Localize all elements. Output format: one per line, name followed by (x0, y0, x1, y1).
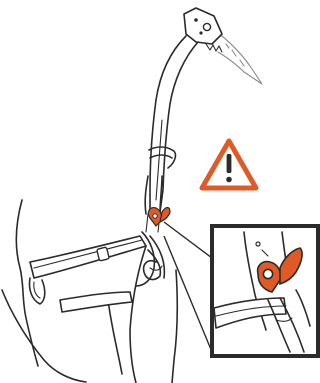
detail-inset-frame (212, 226, 318, 356)
ice-axe-trigger-rest (149, 147, 175, 168)
ice-axe-head-hole (203, 23, 210, 30)
harness-buckle (97, 247, 110, 261)
detail-inset (212, 226, 318, 356)
warning-triangle-icon (202, 141, 256, 188)
climber-body (2, 200, 177, 383)
detail-callout-lines (164, 222, 212, 352)
ice-axe-pick (214, 30, 262, 84)
ice-axe (145, 8, 262, 232)
harness (29, 232, 164, 312)
